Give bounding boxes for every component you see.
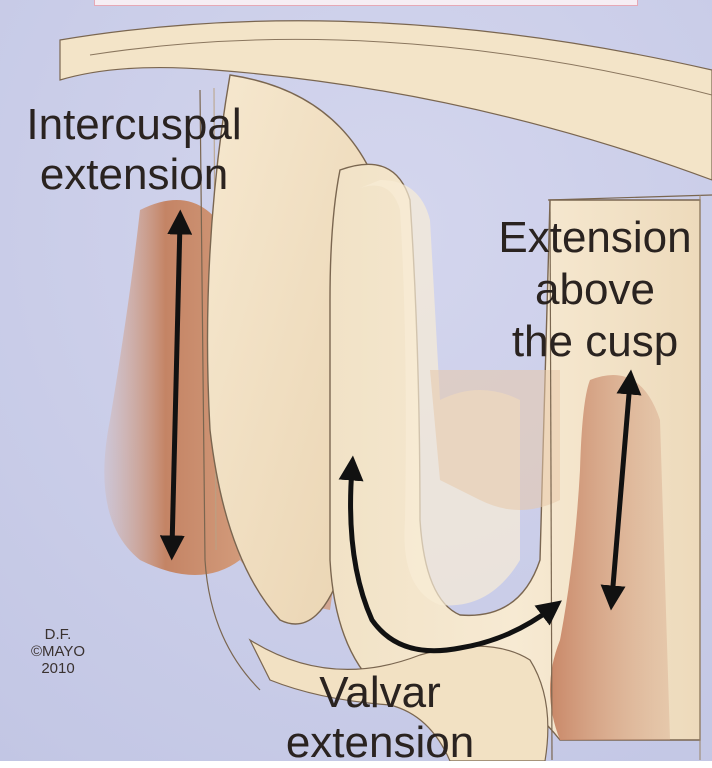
credit-line: 2010 (18, 660, 98, 677)
label-intercuspal-extension: Intercuspal extension (8, 100, 260, 200)
label-line: the cusp (470, 316, 712, 368)
label-valvar-extension: Valvar extension (255, 668, 505, 768)
top-frame-strip (94, 0, 638, 6)
label-extension-above-cusp: Extension above the cusp (470, 212, 712, 368)
credit-line: D.F. (18, 626, 98, 643)
copyright-credit: D.F. ©MAYO 2010 (18, 626, 98, 677)
label-line: extension (8, 150, 260, 200)
label-line: above (470, 264, 712, 316)
credit-line: ©MAYO (18, 643, 98, 660)
label-line: Intercuspal (8, 100, 260, 150)
label-line: Extension (470, 212, 712, 264)
label-line: Valvar (255, 668, 505, 718)
